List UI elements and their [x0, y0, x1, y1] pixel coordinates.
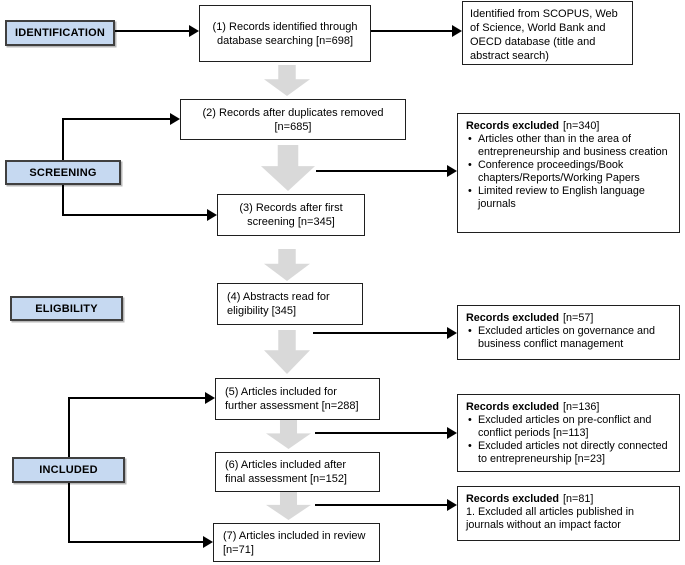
connector-to-excluded-136: [315, 432, 448, 434]
flow-box-1-line1: (1) Records identified through: [212, 20, 358, 33]
connector-included-to-box5: [68, 397, 206, 399]
arrowhead-into-box5-icon: [205, 392, 215, 404]
excluded-box-136-title-row: Records excluded[n=136]: [466, 401, 674, 414]
flow-box-7-included-in-review: (7) Articles included in review [n=71]: [213, 523, 380, 562]
stage-label-included: INCLUDED: [12, 457, 125, 483]
excluded-box-340-item: Conference proceedings/Book chapters/Rep…: [466, 159, 674, 185]
source-note-text: Identified from SCOPUS, Web of Science, …: [470, 8, 618, 62]
excluded-box-136-item: Excluded articles not directly connected…: [466, 440, 674, 466]
flow-box-2-duplicates-removed: (2) Records after duplicates removed [n=…: [180, 99, 406, 140]
connector-screening-to-box2: [62, 118, 171, 120]
flow-box-6-line2: final assessment [n=152]: [225, 473, 347, 485]
flow-box-3-first-screening: (3) Records after first screening [n=345…: [217, 194, 365, 236]
excluded-box-136: Records excluded[n=136] Excluded article…: [457, 394, 680, 472]
arrowhead-into-box7-icon: [203, 536, 213, 548]
connector-to-excluded-57: [313, 332, 448, 334]
excluded-box-136-list: Excluded articles on pre-conflict and co…: [466, 414, 674, 466]
excluded-box-340-item: Articles other than in the area of entre…: [466, 133, 674, 159]
flow-down-arrow-2-icon: [261, 145, 315, 191]
flow-box-1-line2: database searching [n=698]: [216, 34, 354, 47]
excluded-box-81-list: 1. Excluded all articles published in jo…: [466, 506, 674, 532]
flow-box-1-records-identified: (1) Records identified through database …: [199, 5, 371, 62]
excluded-box-340: Records excluded[n=340] Articles other t…: [457, 113, 680, 233]
excluded-box-81: Records excluded[n=81] 1. Excluded all a…: [457, 486, 680, 541]
flow-down-arrow-3-icon: [264, 249, 310, 281]
arrowhead-into-excluded-57-icon: [447, 327, 457, 339]
stage-label-screening-text: SCREENING: [29, 166, 97, 179]
stage-label-identification: IDENTIFICATION: [5, 20, 115, 46]
flow-box-4-line1: (4) Abstracts read for: [227, 291, 330, 303]
excluded-box-81-item: 1. Excluded all articles published in jo…: [466, 506, 635, 531]
flow-box-2-line2: [n=685]: [274, 120, 312, 133]
flow-box-2-line1: (2) Records after duplicates removed: [202, 106, 384, 119]
excluded-box-81-title-row: Records excluded[n=81]: [466, 493, 674, 506]
arrowhead-into-source-icon: [452, 25, 462, 37]
connector-box1-to-source: [371, 30, 453, 32]
stage-label-eligibility-text: ELIGBILITY: [35, 302, 98, 315]
arrowhead-into-box1-icon: [189, 25, 199, 37]
excluded-box-57-count: [n=57]: [563, 312, 594, 324]
flow-box-4-abstracts-read: (4) Abstracts read for eligibility [345]: [217, 283, 363, 325]
arrowhead-into-box2-icon: [170, 113, 180, 125]
arrowhead-into-excluded-81-icon: [447, 499, 457, 511]
source-note-box: Identified from SCOPUS, Web of Science, …: [462, 1, 633, 65]
flow-box-7-line1: (7) Articles included in review: [223, 529, 366, 542]
connector-identification-to-box1: [115, 30, 190, 32]
excluded-box-57-title: Records excluded: [466, 312, 560, 324]
flow-box-6-line1: (6) Articles included after: [225, 459, 347, 471]
connector-included-to-box7: [68, 541, 204, 543]
flow-box-5-further-assessment: (5) Articles included for further assess…: [215, 378, 380, 420]
excluded-box-57-list: Excluded articles on governance and busi…: [466, 325, 674, 351]
arrowhead-into-excluded-340-icon: [447, 165, 457, 177]
flow-down-arrow-4-icon: [264, 330, 310, 374]
flow-down-arrow-6-icon: [266, 492, 311, 520]
arrowhead-into-excluded-136-icon: [447, 427, 457, 439]
connector-to-excluded-340: [316, 170, 448, 172]
stage-label-included-text: INCLUDED: [39, 464, 98, 476]
excluded-box-340-item: Limited review to English language journ…: [466, 185, 674, 211]
stage-label-identification-text: IDENTIFICATION: [15, 27, 105, 39]
flow-down-arrow-1-icon: [264, 65, 310, 96]
flow-box-4-line2: eligibility [345]: [227, 305, 297, 317]
flow-box-7-line2: [n=71]: [223, 543, 254, 556]
stage-label-eligibility: ELIGBILITY: [10, 296, 123, 321]
flow-box-5-line2: further assessment [n=288]: [225, 400, 359, 412]
flow-box-6-final-assessment: (6) Articles included after final assess…: [215, 452, 380, 492]
excluded-box-136-title: Records excluded: [466, 401, 560, 413]
connector-to-excluded-81: [315, 504, 448, 506]
flow-box-3-line1: (3) Records after first: [239, 202, 343, 214]
connector-screening-to-box3: [62, 214, 208, 216]
stage-label-screening: SCREENING: [5, 160, 121, 185]
flow-box-5-line1: (5) Articles included for: [225, 386, 337, 398]
excluded-box-340-title-row: Records excluded[n=340]: [466, 120, 674, 133]
flow-down-arrow-5-icon: [266, 420, 311, 449]
excluded-box-57-title-row: Records excluded[n=57]: [466, 312, 674, 325]
excluded-box-340-count: [n=340]: [563, 120, 600, 132]
excluded-box-340-title: Records excluded: [466, 120, 560, 132]
excluded-box-57: Records excluded[n=57] Excluded articles…: [457, 305, 680, 360]
excluded-box-57-item: Excluded articles on governance and busi…: [466, 325, 674, 351]
excluded-box-81-title: Records excluded: [466, 493, 560, 505]
excluded-box-81-count: [n=81]: [563, 493, 594, 505]
arrowhead-into-box3-icon: [207, 209, 217, 221]
excluded-box-136-count: [n=136]: [563, 401, 600, 413]
excluded-box-136-item: Excluded articles on pre-conflict and co…: [466, 414, 674, 440]
excluded-box-340-list: Articles other than in the area of entre…: [466, 133, 674, 211]
flow-box-3-line2: screening [n=345]: [247, 216, 335, 228]
